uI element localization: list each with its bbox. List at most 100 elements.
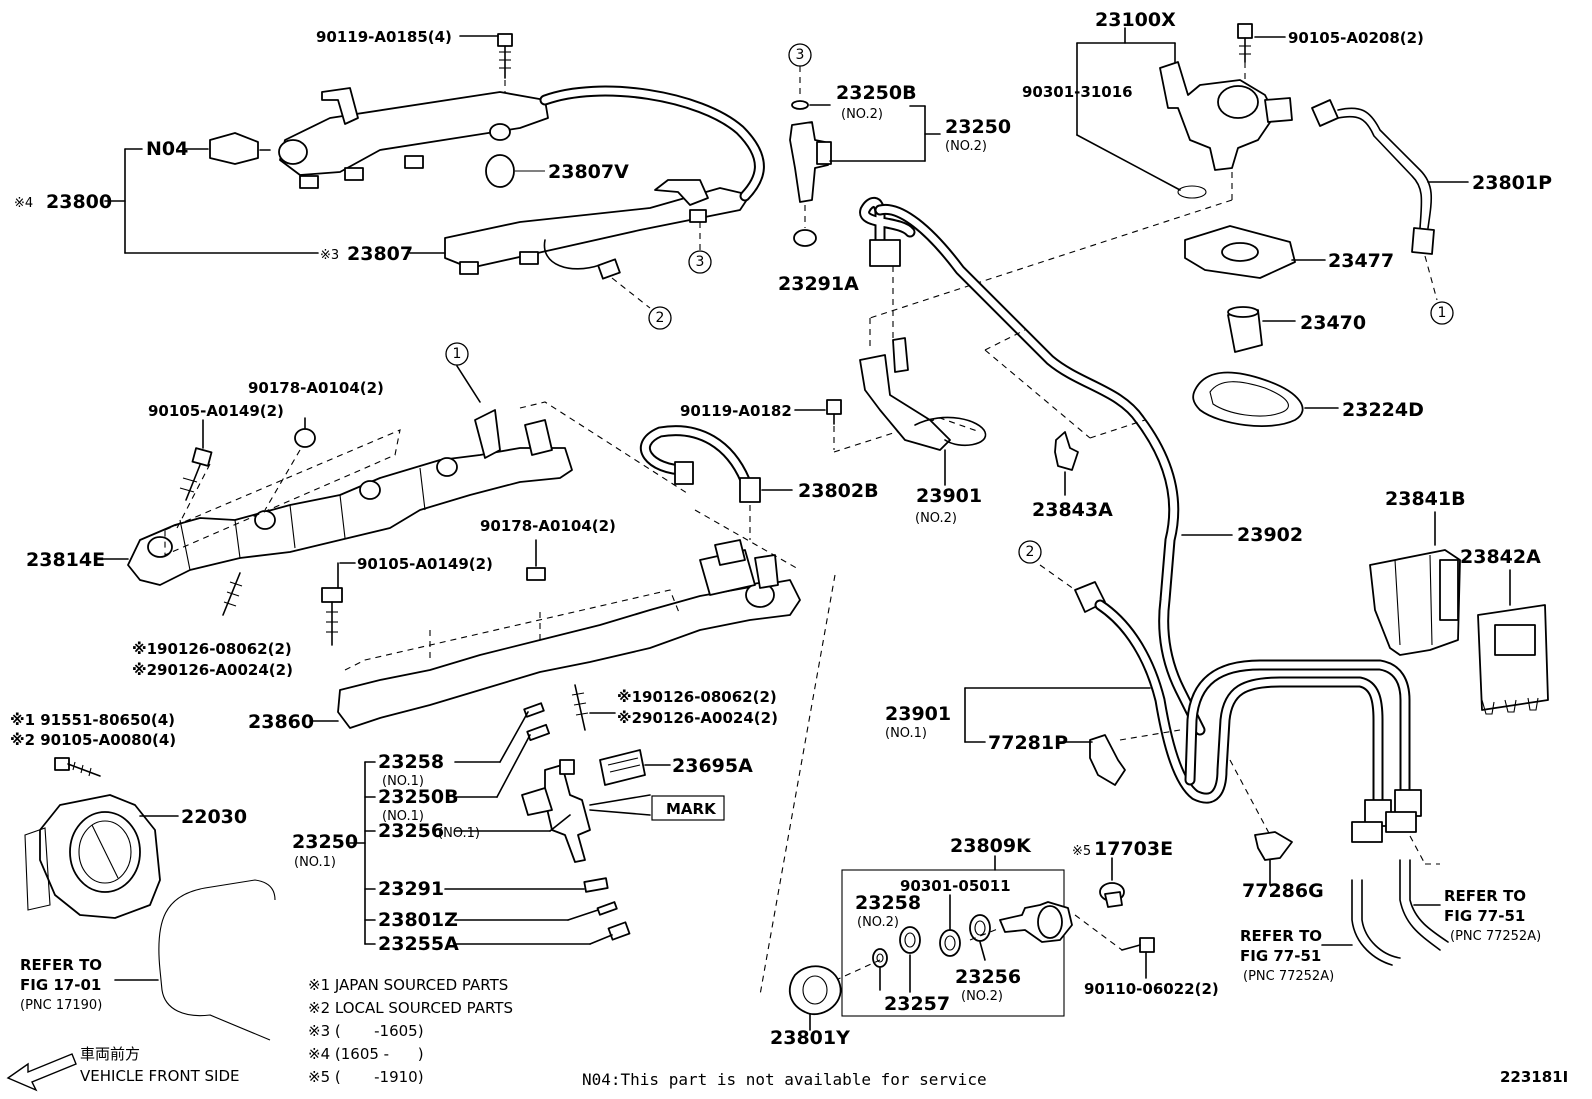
label-23860: 23860 [248,711,314,733]
label-refer-a-2: FIG 77-51 [1444,907,1525,925]
label-23256-no1-sub: (NO.1) [438,826,480,841]
label-refer-a-3: (PNC 77252A) [1450,929,1541,944]
label-23807: 23807 [347,243,413,265]
label-17703e: 17703E [1094,838,1173,860]
label-90126-08062-a: ※190126-08062(2) [132,640,292,658]
fuel-pipe-23902 [874,203,1233,736]
label-90301-31016: 90301-31016 [1022,83,1133,101]
label-front-en: VEHICLE FRONT SIDE [80,1067,240,1085]
label-23807v: 23807V [548,161,629,183]
label-91551-80650: ※1 91551-80650(4) [10,711,175,729]
label-23291a: 23291A [778,273,859,295]
note-range-3: ※3 ( -1605) [308,1022,424,1040]
label-refer-b-1: REFER TO [1240,927,1322,945]
label-23800: 23800 [46,191,112,213]
label-23901-no2: 23901 [916,485,982,507]
label-23250b-top-no: (NO.2) [841,107,883,122]
label-23256-no1: 23256 [378,820,444,842]
label-23695a: 23695A [672,755,753,777]
label-23257: 23257 [884,993,950,1015]
throttle-body-22030-group [24,757,276,1041]
label-refer-c-3: (PNC 17190) [20,998,102,1013]
label-23814e: 23814E [26,549,105,571]
label-refer-c-2: FIG 17-01 [20,976,101,994]
label-23258-no1-sub: (NO.1) [382,774,424,789]
callout-3-top: 3 [788,43,812,67]
label-refer-c-1: REFER TO [20,956,102,974]
injector-no1-group [349,702,725,945]
label-23801y: 23801Y [770,1027,850,1049]
label-23250b-no1: 23250B [378,786,459,808]
label-90119-a0182: 90119-A0182 [680,402,792,420]
note-local-sourced: ※2 LOCAL SOURCED PARTS [308,999,513,1017]
label-23801z: 23801Z [378,909,458,931]
label-23250-no1-sub: (NO.1) [294,855,336,870]
label-90178-a0104-a: 90178-A0104(2) [248,379,384,397]
label-23802b: 23802B [798,480,879,502]
callout-3-rail: 3 [688,250,712,274]
label-90110-06022: 90110-06022(2) [1084,980,1219,998]
label-refer-b-3: (PNC 77252A) [1243,969,1334,984]
svg-text:1: 1 [453,346,462,362]
label-23250-top: 23250 [945,116,1011,138]
label-90301-05011: 90301-05011 [900,877,1011,895]
label-90105-a0208: 90105-A0208(2) [1288,29,1424,47]
label-n04-sensor: N04 [146,138,188,160]
svg-text:2: 2 [1026,544,1035,560]
label-23800-mark: ※4 [14,196,33,211]
label-23224d: 23224D [1342,399,1424,421]
callout-2-rail: 2 [648,306,672,330]
note-n04-not-available: N04:This part is not available for servi… [582,1070,987,1089]
label-23801p: 23801P [1472,172,1552,194]
label-23901-no1-sub: (NO.1) [885,726,927,741]
ecu-bracket-group [1369,511,1549,715]
svg-text:3: 3 [696,254,705,270]
label-90126-a0024-a: ※290126-A0024(2) [132,661,293,679]
label-77286g: 77286G [1242,880,1324,902]
label-refer-b-2: FIG 77-51 [1240,947,1321,965]
label-23807-mark: ※3 [320,248,339,263]
callout-1-right: 1 [1430,301,1454,325]
label-23470: 23470 [1300,312,1366,334]
svg-text:2: 2 [656,310,665,326]
label-90105-a0080: ※2 90105-A0080(4) [10,731,176,749]
fuel-pump-group-23100x [869,23,1469,427]
label-23902: 23902 [1237,524,1303,546]
label-23100x: 23100X [1095,9,1176,31]
label-23291: 23291 [378,878,444,900]
svg-text:1: 1 [1438,305,1447,321]
vehicle-front-arrow-icon [6,1053,77,1092]
damper-kit-23809k-group [788,855,1155,1031]
delivery-pipe-23814e-group [95,365,691,616]
label-23841b: 23841B [1385,488,1466,510]
note-japan-sourced: ※1 JAPAN SOURCED PARTS [308,976,508,994]
label-23250-top-no: (NO.2) [945,139,987,154]
label-23258-no2: 23258 [855,892,921,914]
fuel-tube-bundle-23901-no1 [964,564,1449,966]
label-front-jp: 車両前方 [80,1045,140,1063]
figure-id: 223181I [1500,1068,1568,1086]
note-range-5: ※5 ( -1910) [308,1068,424,1086]
label-22030: 22030 [181,806,247,828]
label-mark: MARK [666,800,717,818]
label-23901-no2-sub: (NO.2) [915,511,957,526]
label-23256-no2: 23256 [955,966,1021,988]
label-23809k: 23809K [950,835,1032,857]
label-77281p: 77281P [988,732,1068,754]
label-23255a: 23255A [378,933,459,955]
label-90105-a0149-b: 90105-A0149(2) [357,555,493,573]
label-23843a: 23843A [1032,499,1113,521]
callout-2-right: 2 [1018,540,1042,564]
label-90105-a0149-a: 90105-A0149(2) [148,402,284,420]
label-23477: 23477 [1328,250,1394,272]
note-range-4: ※4 (1605 - ) [308,1045,424,1063]
svg-text:3: 3 [796,47,805,63]
label-23250b-top: 23250B [836,82,917,104]
label-23258-no2-sub: (NO.2) [857,915,899,930]
label-23901-no1: 23901 [885,703,951,725]
label-23256-no2-sub: (NO.2) [961,989,1003,1004]
callout-1-mid: 1 [445,342,469,366]
label-refer-a-1: REFER TO [1444,887,1526,905]
delivery-pipe-assembly-23800 [104,33,765,309]
